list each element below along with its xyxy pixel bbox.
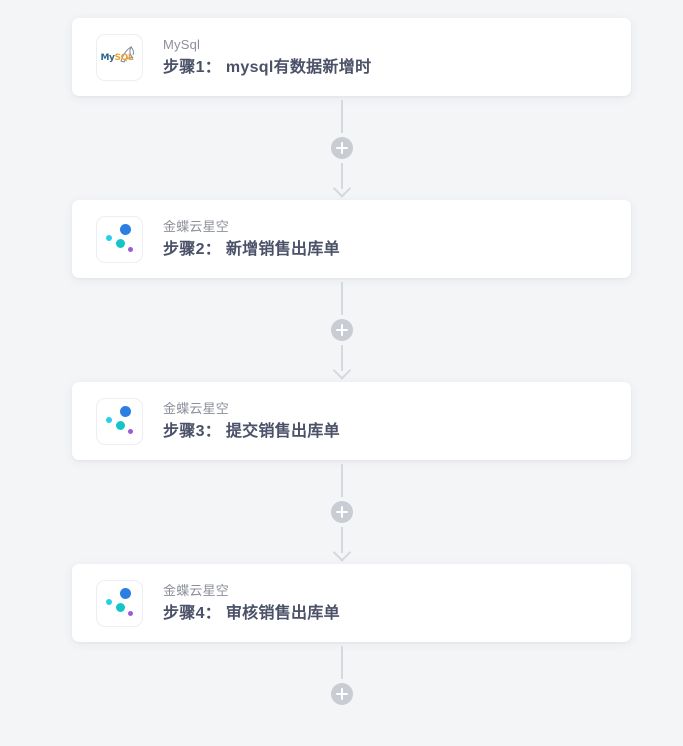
step-card-text-2: 金蝶云星空 步骤2： 新增销售出库单: [163, 220, 340, 258]
mysql-logo-icon: MySQL: [100, 45, 140, 69]
connector-line-top-3: [340, 464, 343, 497]
connector-2: [0, 278, 683, 382]
connector-arrow-shaft-2: [340, 345, 343, 371]
mysql-dolphin-icon: [119, 45, 134, 63]
step-title-3: 步骤3： 提交销售出库单: [163, 423, 340, 440]
add-step-button-2[interactable]: [330, 319, 353, 341]
workflow-canvas: MySQL MySql 步骤1： mysql有数据新增时 金蝶云星空: [0, 0, 683, 722]
kingdee-dot-blue: [119, 588, 131, 599]
kingdee-dot-purple: [127, 429, 133, 434]
kingdee-dot-cyan: [105, 235, 112, 241]
connector-line-top-1: [340, 100, 343, 133]
step-title-2: 步骤2： 新增销售出库单: [163, 241, 340, 258]
connector-arrow-1: [332, 163, 351, 198]
kingdee-dot-teal: [115, 239, 125, 248]
kingdee-logo-icon: [103, 587, 137, 619]
connector-arrow-head-3: [332, 543, 351, 562]
kingdee-dot-blue: [119, 224, 131, 235]
connector-arrow-head-1: [332, 179, 351, 198]
step-card-2[interactable]: 金蝶云星空 步骤2： 新增销售出库单: [72, 200, 631, 278]
kingdee-dot-teal: [115, 421, 125, 430]
step-card-3[interactable]: 金蝶云星空 步骤3： 提交销售出库单: [72, 382, 631, 460]
connector-arrow-head-2: [332, 361, 351, 380]
step-title-4: 步骤4： 审核销售出库单: [163, 605, 340, 622]
connector-arrow-shaft-3: [340, 527, 343, 553]
app-logo-tile-1: MySQL: [96, 33, 143, 81]
kingdee-dot-purple: [127, 247, 133, 252]
connector-arrow-shaft-1: [340, 163, 343, 189]
app-logo-tile-2: [96, 215, 143, 263]
add-step-button-4[interactable]: [330, 683, 353, 705]
kingdee-dot-cyan: [105, 417, 112, 423]
kingdee-dot-blue: [119, 406, 131, 417]
step-card-text-1: MySql 步骤1： mysql有数据新增时: [163, 38, 371, 76]
kingdee-dot-cyan: [105, 599, 112, 605]
step-card-1[interactable]: MySQL MySql 步骤1： mysql有数据新增时: [72, 18, 631, 96]
kingdee-logo-icon: [103, 405, 137, 437]
app-logo-tile-4: [96, 579, 143, 627]
kingdee-logo-icon: [103, 223, 137, 255]
app-name-label-1: MySql: [163, 37, 201, 52]
connector-3: [0, 460, 683, 564]
app-name-label-4: 金蝶云星空: [163, 583, 230, 598]
mysql-wordmark: MySQL: [100, 53, 134, 63]
add-step-button-3[interactable]: [330, 501, 353, 523]
connector-arrow-3: [332, 527, 351, 562]
kingdee-dot-purple: [127, 611, 133, 616]
connector-line-top-4: [340, 646, 343, 679]
connector-1: [0, 96, 683, 200]
app-name-label-2: 金蝶云星空: [163, 219, 230, 234]
step-card-text-3: 金蝶云星空 步骤3： 提交销售出库单: [163, 402, 340, 440]
step-card-4[interactable]: 金蝶云星空 步骤4： 审核销售出库单: [72, 564, 631, 642]
step-card-text-4: 金蝶云星空 步骤4： 审核销售出库单: [163, 584, 340, 622]
kingdee-dot-teal: [115, 603, 125, 612]
connector-line-top-2: [340, 282, 343, 315]
step-title-1: 步骤1： mysql有数据新增时: [163, 59, 372, 76]
app-name-label-3: 金蝶云星空: [163, 401, 230, 416]
connector-4: [0, 642, 683, 746]
connector-arrow-2: [332, 345, 351, 380]
app-logo-tile-3: [96, 397, 143, 445]
add-step-button-1[interactable]: [330, 137, 353, 159]
